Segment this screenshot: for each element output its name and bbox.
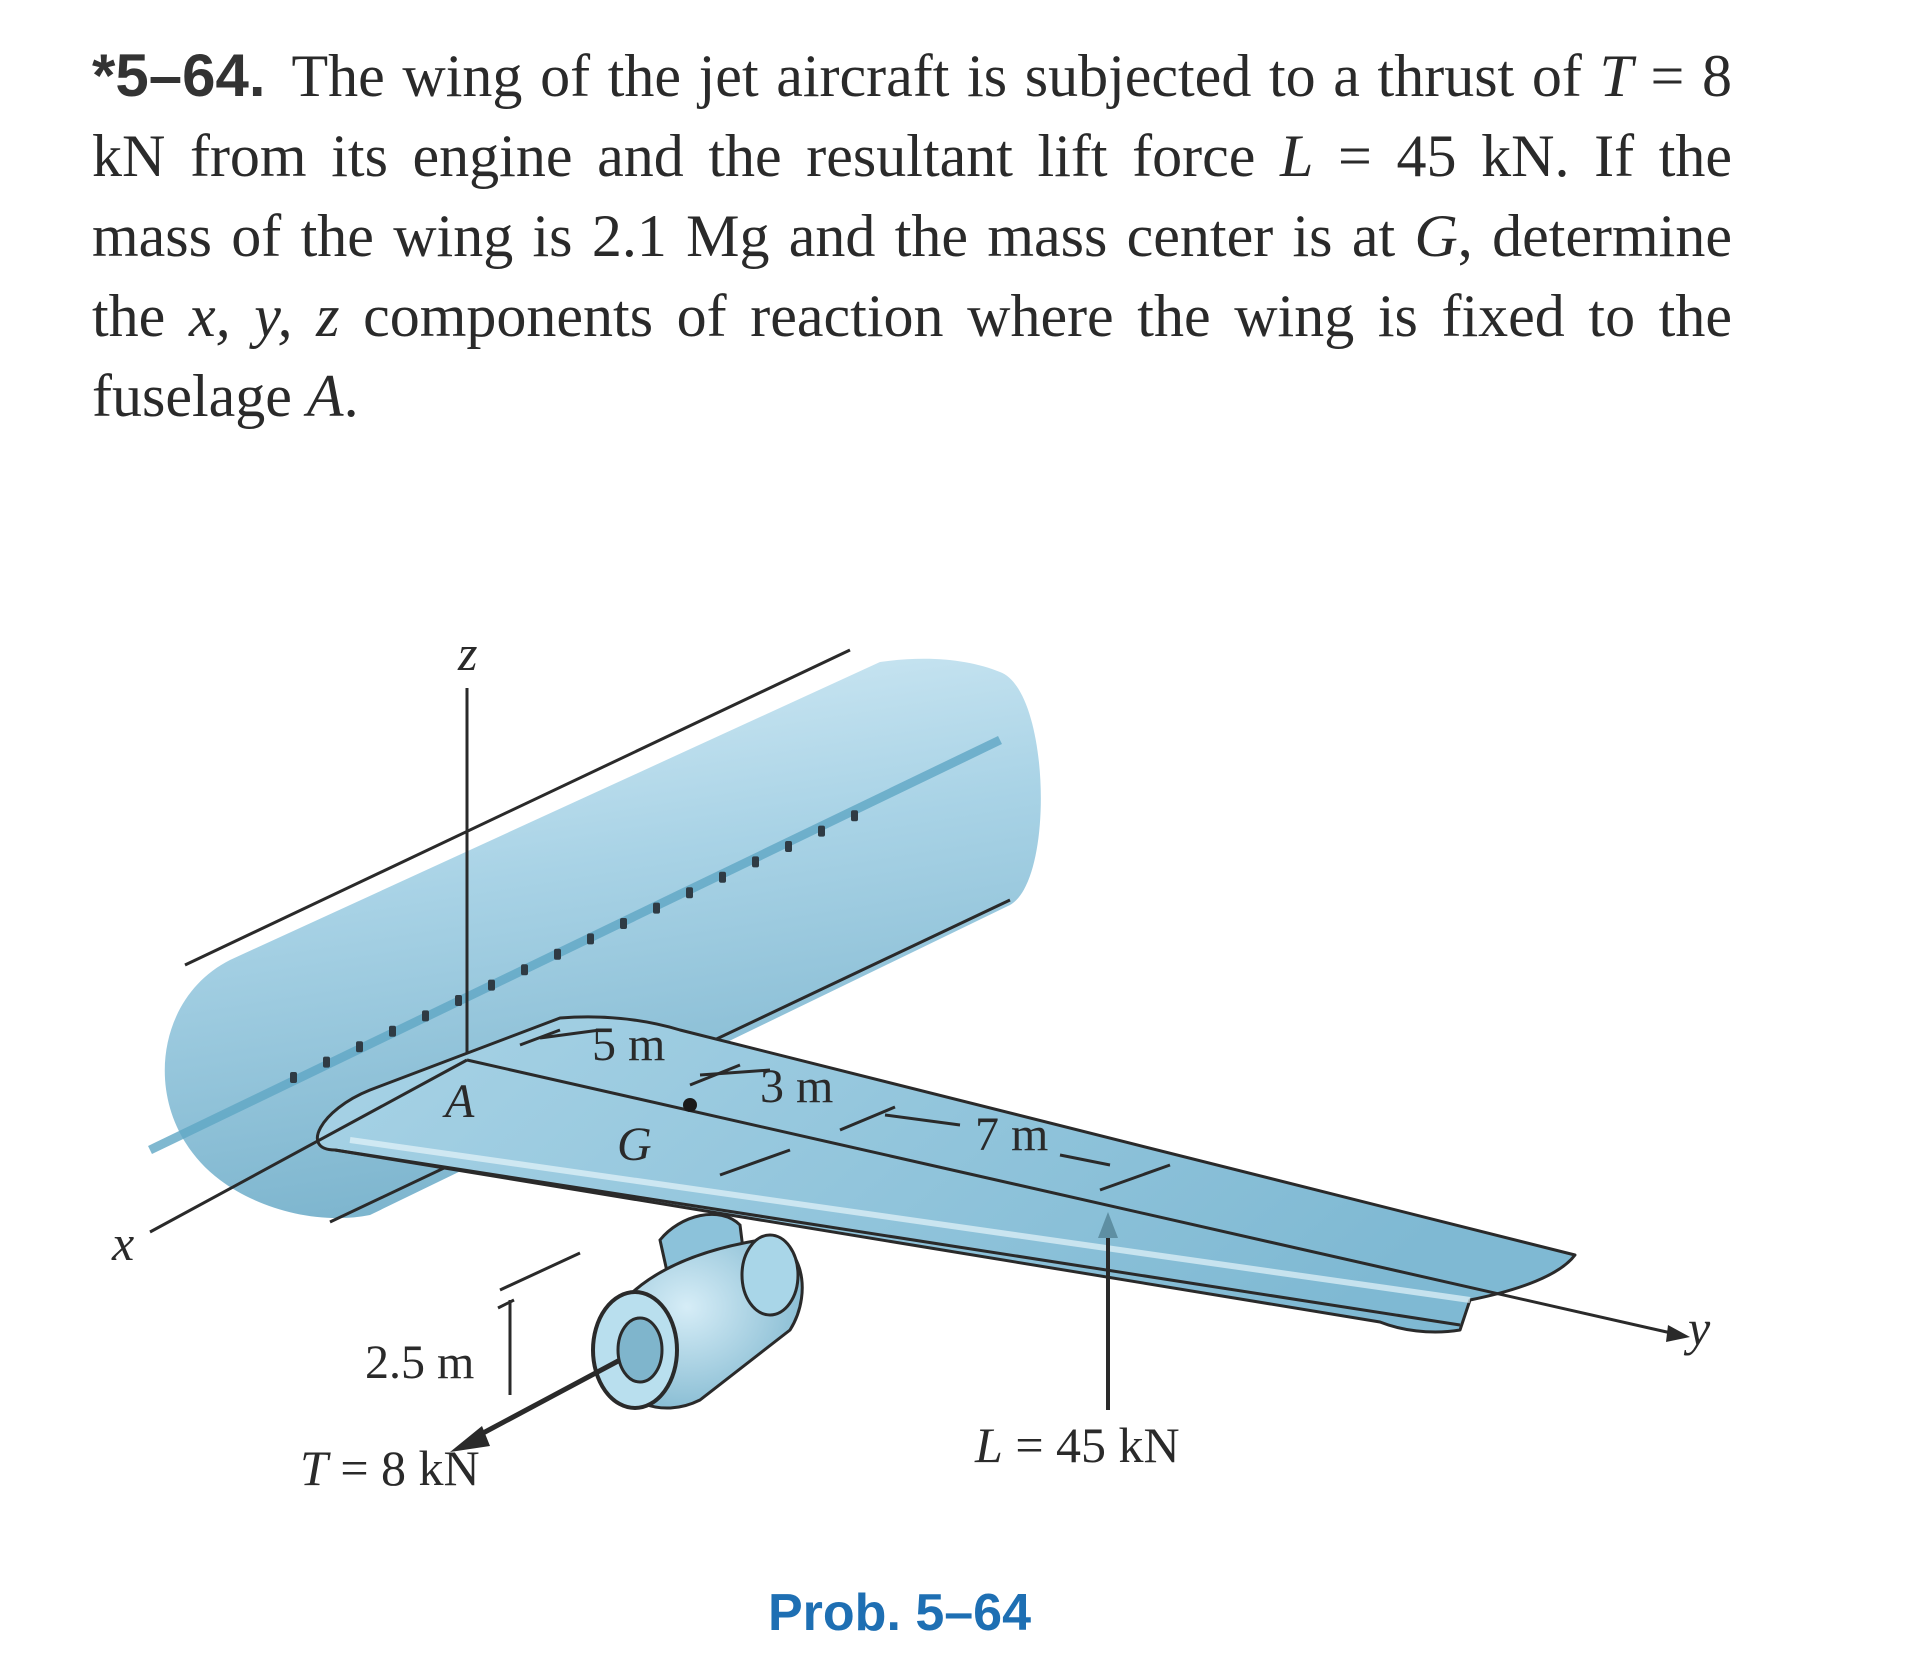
point-g-label: G (617, 1118, 652, 1171)
wing-chord-mark (719, 1148, 791, 1177)
dim-3m-label: 3 m (760, 1060, 833, 1113)
z-axis-label: z (457, 625, 477, 681)
dim-7m-label: 7 m (975, 1108, 1048, 1161)
problem-text-segment: T (1599, 43, 1633, 109)
fuselage-window (851, 810, 858, 822)
problem-body: The wing of the jet aircraft is subjecte… (92, 43, 1732, 429)
dim-line-7m-end (1059, 1153, 1111, 1167)
fuselage-window (818, 825, 825, 837)
fuselage-window (653, 902, 660, 914)
fuselage-top-line (184, 648, 851, 967)
fuselage-window (356, 1041, 363, 1053)
problem-text-segment: The wing of the jet aircraft is subjecte… (291, 43, 1600, 109)
engine-intake-inner (616, 1316, 664, 1384)
thrust-label: T = 8 kN (300, 1440, 480, 1496)
problem-text-segment: G (1414, 203, 1458, 269)
fuselage-window (488, 979, 495, 991)
thrust-arrowhead (450, 1426, 490, 1452)
fuselage (164, 658, 1041, 1219)
fuselage-window (752, 856, 759, 868)
dim-5m-label: 5 m (592, 1018, 665, 1071)
problem-number: *5–64. (92, 42, 266, 109)
wing-trailing-highlight (349, 1137, 1471, 1303)
dim-2-5m-top (499, 1251, 581, 1292)
dim-line-5m (539, 1028, 601, 1040)
problem-text-segment: x, y, z (188, 283, 340, 349)
fuselage-window (290, 1072, 297, 1083)
engine-rear-ring (740, 1233, 800, 1317)
dim-2-5m-label: 2.5 m (365, 1336, 474, 1389)
fuselage-window (686, 887, 693, 899)
fuselage-window (719, 871, 726, 883)
fuselage-window (521, 964, 528, 976)
problem-text-segment: , determine the (92, 203, 1732, 349)
problem-statement: *5–64. The wing of the jet aircraft is su… (92, 36, 1732, 436)
x-axis (149, 1058, 468, 1234)
problem-text-segment: = 8 kN from its engine and the resultant… (92, 43, 1733, 189)
y-axis-arrowhead (1666, 1325, 1690, 1342)
x-axis-label: x (111, 1215, 134, 1271)
fuselage-window (323, 1056, 330, 1068)
lift-arrowhead (1098, 1212, 1118, 1238)
mass-center-dot (683, 1098, 697, 1112)
wing-leading-edge (334, 1148, 1461, 1327)
problem-text-segment: components of reaction where the wing is… (92, 283, 1732, 429)
problem-text-segment: A (306, 363, 344, 429)
lift-label: L = 45 kN (974, 1417, 1180, 1473)
y-axis-label: y (1683, 1300, 1711, 1356)
fuselage-windows (290, 810, 858, 1083)
fuselage-window (455, 995, 462, 1006)
dim-2-5m-tick (497, 1298, 515, 1310)
dim-tick-mid (839, 1105, 896, 1132)
dim-tick-l (1099, 1163, 1171, 1192)
problem-text-segment: = 45 kN. If the mass of the wing is 2.1 … (92, 123, 1732, 269)
problem-text-segment: . (343, 363, 359, 429)
fuselage-window (587, 933, 594, 945)
figure-caption: Prob. 5–64 (768, 1584, 1031, 1642)
fuselage-window (785, 841, 792, 852)
point-a-label: A (442, 1075, 475, 1128)
thrust-arrow (468, 1357, 622, 1443)
fuselage-window (389, 1025, 396, 1037)
y-axis (466, 1058, 1681, 1337)
fuselage-window (554, 948, 561, 960)
wing (315, 1015, 1577, 1334)
problem-text-segment: L (1280, 123, 1314, 189)
dim-line-7m (884, 1113, 961, 1127)
dim-line-3m (699, 1068, 771, 1077)
fuselage-window (620, 918, 627, 929)
fuselage-window (422, 1010, 429, 1022)
